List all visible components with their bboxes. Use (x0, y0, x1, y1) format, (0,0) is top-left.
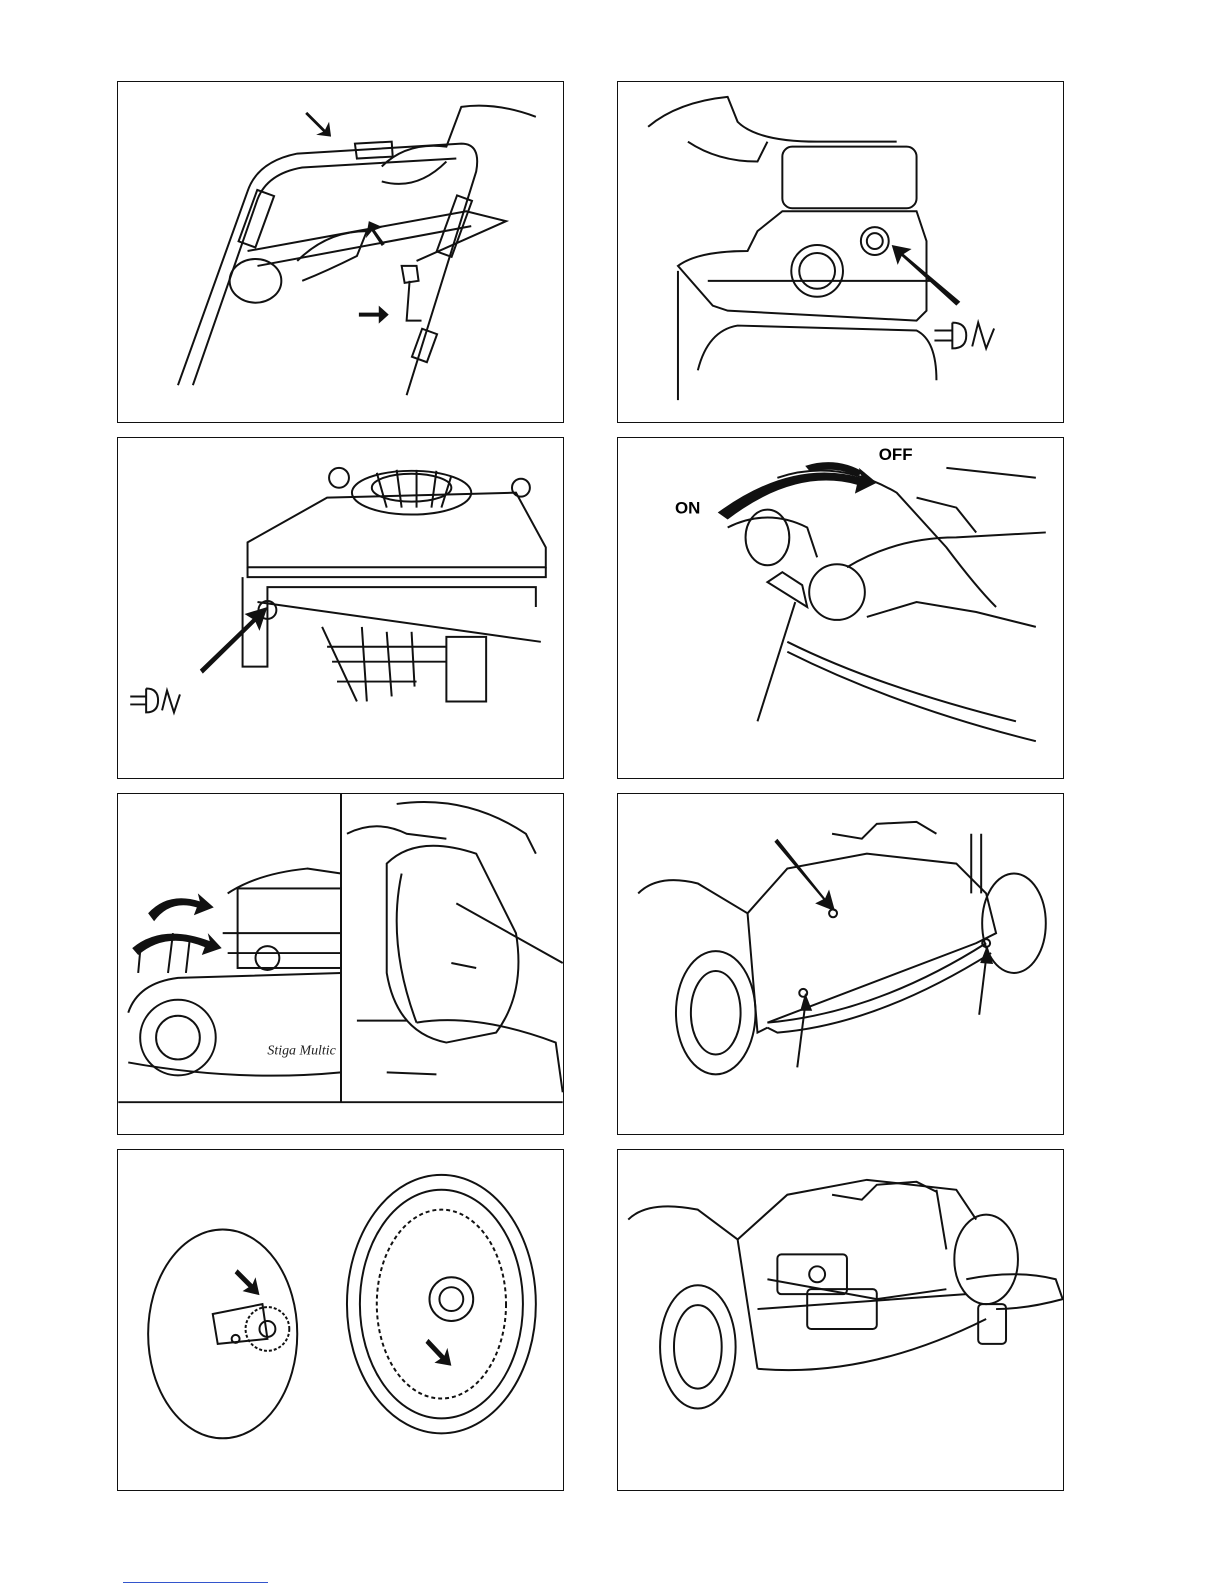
wheel-gears-illustration (118, 1150, 563, 1490)
figure-underside-holes (617, 793, 1064, 1135)
curved-arrow-on-icon (718, 468, 877, 520)
footer-rule (123, 1582, 268, 1583)
primer-symbol-icon (130, 689, 180, 713)
arrow-gear-icon (235, 1269, 260, 1295)
handle-controls-illustration (118, 82, 563, 422)
underside-holes-illustration (618, 794, 1063, 1134)
figure-height-adjust: Stiga Multic (117, 793, 564, 1135)
figure-underside-drive (617, 1149, 1064, 1491)
off-label: OFF (879, 445, 913, 464)
underside-drive-illustration (618, 1150, 1063, 1490)
curved-arrow-upper-icon (148, 893, 214, 921)
figure-fuel-valve: ON OFF (617, 437, 1064, 779)
figure-engine-primer-front (117, 437, 564, 779)
figure-engine-primer-side (617, 81, 1064, 423)
engine-primer-side-illustration (618, 82, 1063, 422)
curved-arrow-lower-icon (132, 933, 221, 955)
figure-wheel-gears (117, 1149, 564, 1491)
arrow-top-icon (305, 112, 331, 137)
arrow-hole-right-icon (980, 945, 993, 964)
arrow-ring-icon (426, 1339, 452, 1366)
engine-primer-front-illustration (118, 438, 563, 778)
arrow-lower-icon (359, 306, 389, 324)
arrow-primer-icon (200, 607, 268, 674)
primer-symbol-icon (934, 323, 994, 349)
arrow-hole-top-icon (774, 839, 835, 912)
on-label: ON (675, 499, 700, 518)
arrow-hole-left-icon (800, 993, 812, 1011)
figure-handle-controls (117, 81, 564, 423)
fuel-valve-illustration: ON OFF (618, 438, 1063, 778)
arrow-middle-icon (366, 221, 385, 246)
height-adjust-illustration: Stiga Multic (118, 794, 563, 1134)
brand-label: Stiga Multic (267, 1043, 336, 1058)
